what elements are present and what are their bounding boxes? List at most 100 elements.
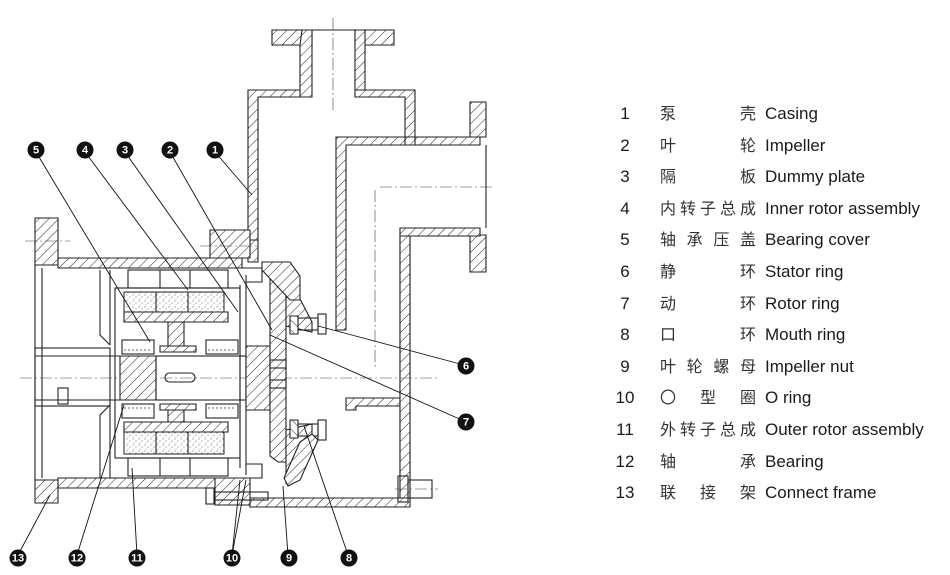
legend-chinese-char: 压	[713, 230, 730, 250]
callout-3: 3	[116, 141, 134, 159]
legend-english-name: Bearing cover	[765, 230, 870, 250]
legend-number: 11	[616, 419, 634, 439]
legend-english-name: Bearing	[765, 451, 824, 471]
legend-chinese-name: 口环	[660, 319, 756, 351]
callout-number: 13	[12, 553, 24, 565]
legend-chinese-name: 隔板	[660, 161, 756, 193]
callout-9: 9	[280, 549, 298, 567]
outer-magnets-top	[123, 291, 225, 313]
callout-number: 11	[131, 553, 143, 565]
legend-english-name: Rotor ring	[765, 293, 840, 313]
legend-english-name: Impeller	[765, 135, 826, 155]
legend-number: 9	[620, 356, 630, 376]
legend-chinese-char: 环	[739, 325, 756, 345]
legend-english-name: Outer rotor assembly	[765, 419, 924, 439]
legend-chinese-char: 轴	[660, 230, 677, 250]
legend-chinese-char: 口	[660, 325, 677, 345]
callout-circle	[161, 141, 179, 159]
legend-chinese-char: 环	[739, 293, 756, 313]
legend-chinese-char: 承	[739, 451, 756, 471]
callout-number: 12	[71, 553, 83, 565]
bearing-cover	[119, 355, 157, 401]
legend-chinese-char: 型	[699, 388, 716, 408]
legend-chinese-name: 轴承	[660, 446, 756, 478]
legend-chinese-char: 联	[660, 483, 677, 503]
callout-4: 4	[76, 141, 94, 159]
legend-item: 11 外转子总成 Outer rotor assembly	[612, 414, 942, 446]
callout-number: 10	[226, 553, 238, 565]
callout-circle	[457, 413, 475, 431]
callout-circle	[457, 357, 475, 375]
inner-rotor-assembly	[123, 311, 229, 433]
legend-item: 7 动环 Rotor ring	[612, 288, 942, 320]
legend-chinese-char: 隔	[660, 167, 677, 187]
legend-chinese-name: 联接架	[660, 477, 756, 509]
callout-circle	[280, 549, 298, 567]
legend-chinese-char: 轮	[739, 135, 756, 155]
legend-english-name: Dummy plate	[765, 167, 866, 187]
legend-number: 3	[620, 167, 630, 187]
legend-item: 3 隔板 Dummy plate	[612, 161, 942, 193]
callout-circle	[223, 549, 241, 567]
legend-chinese-name: 动环	[660, 288, 756, 320]
callout-circle	[340, 549, 358, 567]
legend-english-name: Inner rotor assembly	[765, 198, 920, 218]
legend-item: 12 轴承 Bearing	[612, 446, 942, 478]
legend-chinese-char: 转	[679, 198, 696, 218]
legend-chinese-name: 外转子总成	[660, 414, 756, 446]
legend-number: 1	[620, 104, 630, 123]
legend-number: 7	[620, 293, 630, 313]
legend-chinese-char: 承	[686, 230, 703, 250]
legend-chinese-name: 内转子总成	[660, 193, 756, 225]
callout-number: 5	[33, 145, 39, 157]
callout-2: 2	[161, 141, 179, 159]
legend-chinese-char: 转	[679, 419, 696, 439]
callout-circle	[27, 141, 45, 159]
legend-english-name: Mouth ring	[765, 325, 846, 345]
legend-chinese-char: 总	[719, 419, 736, 439]
legend-chinese-char: 叶	[660, 356, 677, 376]
legend-number: 10	[615, 388, 635, 408]
legend-number: 2	[620, 135, 630, 155]
callout-circle	[76, 141, 94, 159]
legend-chinese-char: 泵	[660, 104, 677, 123]
callout-number: 4	[82, 145, 89, 157]
callout-number: 6	[463, 361, 469, 373]
legend-chinese-name: 泵壳	[660, 98, 756, 130]
legend-number: 8	[620, 325, 630, 345]
callout-13: 13	[9, 549, 27, 567]
legend-chinese-char: 总	[719, 198, 736, 218]
callout-number: 2	[167, 145, 173, 157]
callout-5: 5	[27, 141, 45, 159]
legend-chinese-char: 静	[660, 261, 677, 281]
callout-circle	[206, 141, 224, 159]
legend-number: 12	[615, 451, 635, 471]
bolts	[205, 475, 438, 505]
callout-number: 7	[463, 417, 469, 429]
legend-chinese-char: 接	[699, 483, 716, 503]
seal-rings	[289, 313, 327, 441]
legend-chinese-name: 〇型圈	[660, 382, 756, 414]
callout-circle	[9, 549, 27, 567]
legend-chinese-char: 环	[739, 261, 756, 281]
legend-chinese-name: 叶轮	[660, 130, 756, 162]
legend-chinese-char: 轮	[686, 356, 703, 376]
legend-chinese-char: 架	[739, 483, 756, 503]
legend-chinese-char: 成	[739, 198, 756, 218]
callout-circle	[116, 141, 134, 159]
callout-number: 9	[286, 553, 292, 565]
legend-chinese-name: 叶轮螺母	[660, 351, 756, 383]
callout-11: 11	[128, 549, 146, 567]
legend-english-name: Impeller nut	[765, 356, 854, 376]
callout-number: 1	[212, 145, 218, 157]
impeller-nut	[269, 359, 287, 389]
callout-circle	[68, 549, 86, 567]
outer-magnets-bottom	[123, 431, 225, 455]
outer-rotor-assembly	[114, 269, 241, 477]
